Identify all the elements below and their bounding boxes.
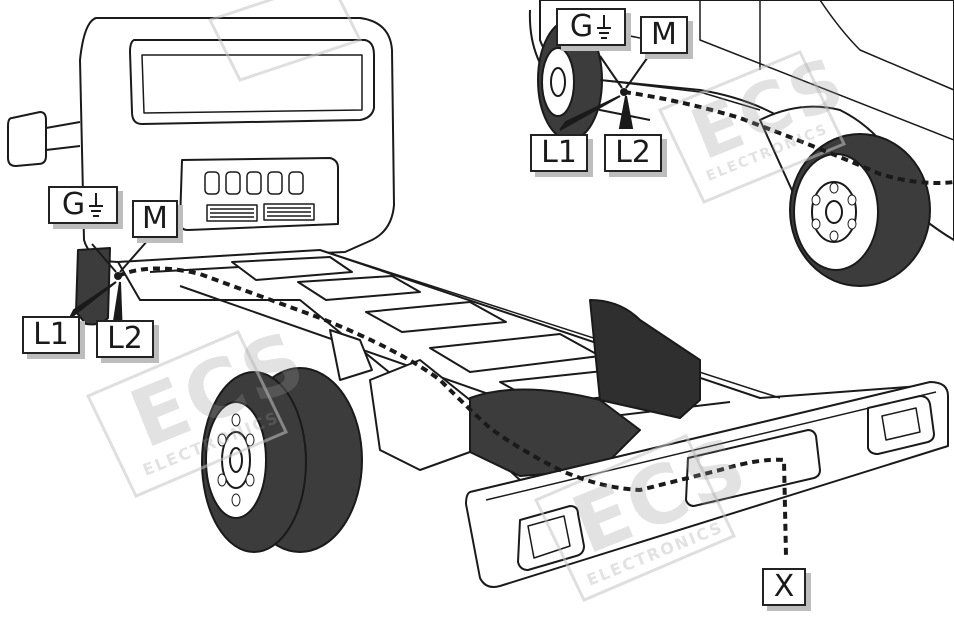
inset-cable-route bbox=[623, 90, 954, 185]
rear-bumper bbox=[465, 381, 949, 588]
l2-label: L2 bbox=[96, 320, 154, 358]
main-label: M bbox=[132, 200, 178, 238]
ground-label: G bbox=[48, 186, 118, 224]
ground-icon bbox=[89, 192, 104, 217]
wiring-route bbox=[117, 90, 954, 557]
inset-van-side bbox=[528, 0, 954, 287]
ground-label-inset-text: G bbox=[569, 9, 594, 44]
l2-label-inset: L2 bbox=[604, 134, 662, 172]
ground-label-text: G bbox=[61, 187, 86, 222]
l1-label-inset: L1 bbox=[530, 134, 588, 172]
x-connector-label: X bbox=[762, 568, 806, 606]
main-cable-route bbox=[117, 266, 788, 557]
ground-icon-inset bbox=[597, 14, 612, 39]
l1-label: L1 bbox=[22, 316, 80, 354]
main-label-inset: M bbox=[640, 16, 688, 54]
ground-label-inset: G bbox=[556, 8, 626, 46]
rear-wheels bbox=[201, 367, 363, 553]
watermark-group bbox=[85, 0, 847, 602]
